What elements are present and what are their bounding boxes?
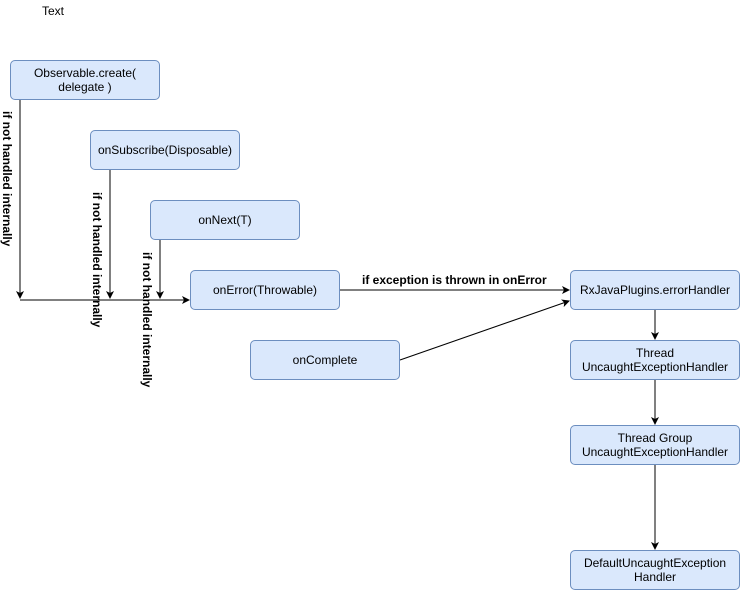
observable-create-node[interactable]: Observable.create( delegate ) xyxy=(10,60,160,100)
edge-oncomplete-to-errorhandler xyxy=(399,299,570,361)
on-complete-node[interactable]: onComplete xyxy=(250,340,400,380)
not-handled-label-1-text: if not handled internally xyxy=(0,111,14,247)
not-handled-label-2-text: if not handled internally xyxy=(90,192,104,328)
not-handled-label-3-text: if not handled internally xyxy=(140,252,154,388)
header-text: Text xyxy=(42,4,65,18)
on-next-node[interactable]: onNext(T) xyxy=(150,200,300,240)
exception-thrown-label: if exception is thrown in onError xyxy=(362,273,547,287)
on-error-node[interactable]: onError(Throwable) xyxy=(190,270,340,310)
thread-handler-node[interactable]: Thread UncaughtExceptionHandler xyxy=(570,340,740,380)
thread-group-handler-node[interactable]: Thread Group UncaughtExceptionHandler xyxy=(570,425,740,465)
on-subscribe-node[interactable]: onSubscribe(Disposable) xyxy=(90,130,240,170)
default-handler-node[interactable]: DefaultUncaughtException Handler xyxy=(570,550,740,590)
error-handler-node[interactable]: RxJavaPlugins.errorHandler xyxy=(570,270,740,310)
